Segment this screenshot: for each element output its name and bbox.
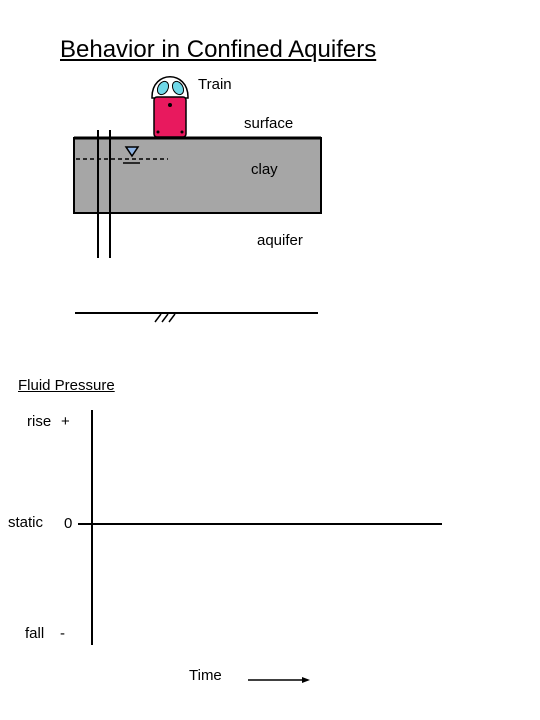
y-label-plus: +: [61, 413, 70, 430]
surface-label: surface: [244, 115, 294, 132]
y-label-rise: rise: [27, 413, 52, 430]
aquifer-label: aquifer: [257, 232, 303, 249]
time-arrow-icon: [248, 677, 310, 683]
train-label: Train: [198, 76, 232, 93]
y-label-zero: 0: [64, 515, 73, 532]
y-label-static: static: [8, 514, 44, 531]
y-label-fall: fall: [25, 625, 45, 642]
page-title: Behavior in Confined Aquifers: [60, 36, 377, 63]
clay-layer: [73, 137, 322, 214]
bedrock-hatch: [154, 313, 176, 323]
y-label-minus: -: [60, 625, 65, 642]
train-icon: [151, 76, 189, 138]
clay-label: clay: [251, 161, 278, 178]
graph-title: Fluid Pressure: [18, 377, 115, 394]
x-label-time: Time: [189, 667, 222, 684]
water-table-marker-icon: [124, 146, 140, 158]
